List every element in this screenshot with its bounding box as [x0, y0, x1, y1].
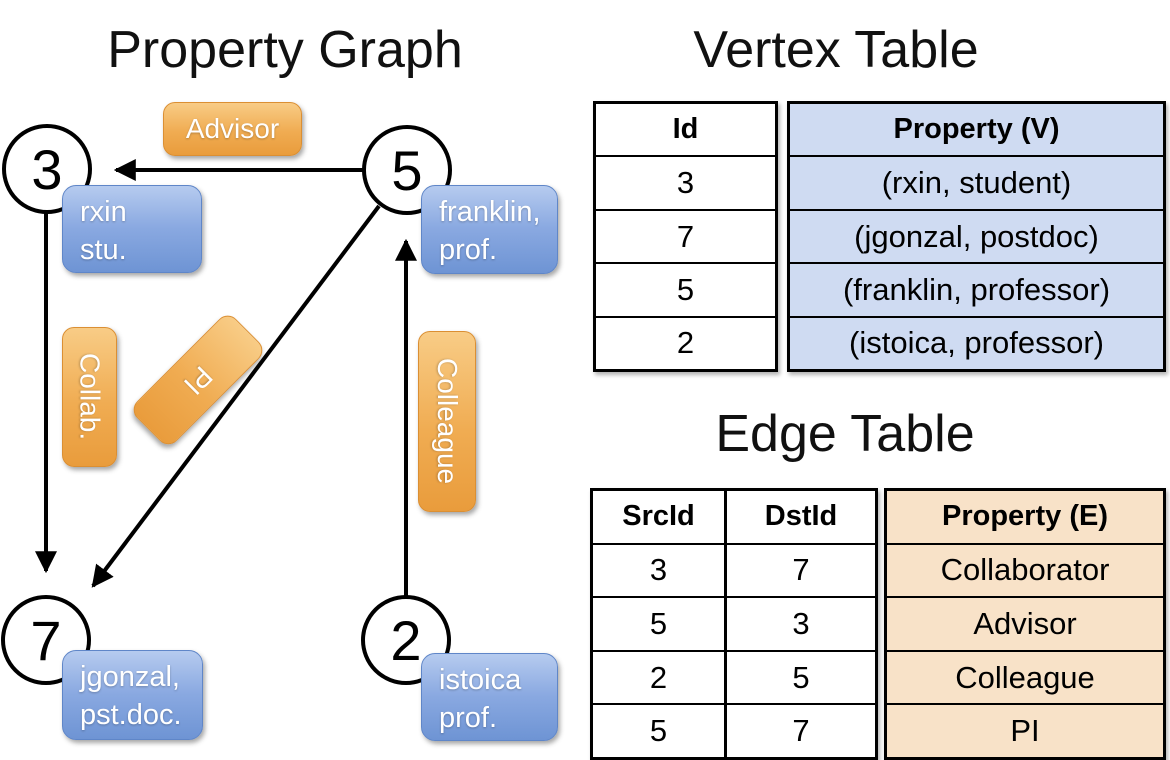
table-cell: 7: [596, 211, 775, 265]
vertex-table-id-column: Id 3 7 5 2: [593, 101, 778, 372]
table-cell: 7: [724, 544, 875, 597]
table-cell: (jgonzal, postdoc): [790, 211, 1163, 265]
table-row: 2 5: [593, 651, 875, 706]
vertex-table-property-column: Property (V) (rxin, student) (jgonzal, p…: [787, 101, 1166, 372]
vertex-label-jgonzal: jgonzal, pst.doc.: [62, 650, 203, 740]
vertex-label-rxin: rxin stu.: [62, 185, 202, 273]
edge-label-collab: Collab.: [62, 327, 117, 467]
vertex-label-istoica: istoica prof.: [421, 653, 558, 741]
table-cell: Advisor: [887, 598, 1163, 652]
table-cell: 7: [724, 705, 875, 757]
table-cell: PI: [1010, 713, 1040, 749]
table-cell: 3: [596, 157, 775, 211]
vertex-table-title: Vertex Table: [693, 21, 979, 79]
column-header: DstId: [724, 491, 875, 543]
vertex-label-line: jgonzal,: [80, 661, 180, 693]
edge-label-text: Advisor: [185, 113, 280, 144]
vertex-label-line: prof.: [439, 234, 498, 267]
edge-label-advisor: Advisor: [163, 102, 302, 156]
column-header: Id: [596, 104, 775, 158]
table-cell: Colleague: [887, 652, 1163, 706]
table-cell: 2: [649, 659, 668, 695]
table-row: 5 3: [593, 598, 875, 652]
table-cell: (franklin, professor): [790, 264, 1163, 318]
table-row: 3 7: [593, 544, 875, 599]
table-row: 5 7: [593, 705, 875, 757]
column-header: SrcId: [622, 500, 695, 533]
table-cell: 2: [676, 325, 695, 361]
graph-node-2: 2: [361, 595, 451, 685]
vertex-label-line: franklin,: [439, 196, 541, 228]
edge-table-title: Edge Table: [715, 405, 975, 463]
column-header: Property (V): [790, 104, 1163, 158]
table-cell: (rxin, student): [790, 157, 1163, 211]
edge-label-text: PI: [178, 360, 219, 401]
graph-node-5: 5: [362, 125, 452, 215]
edge-table-id-columns: SrcId DstId 3 7 5 3 2 5 5 7: [590, 488, 878, 760]
vertex-label-franklin: franklin, prof.: [421, 185, 558, 274]
vertex-label-line: stu.: [80, 234, 127, 267]
vertex-label-line: istoica: [439, 664, 522, 696]
table-cell: 5: [724, 651, 875, 704]
table-cell: 5: [596, 264, 775, 318]
vertex-label-line: rxin: [80, 196, 127, 228]
vertex-label-line: prof.: [439, 702, 498, 735]
edge-label-text: Colleague: [432, 358, 463, 485]
table-cell: Collaborator: [887, 545, 1163, 599]
edge-label-colleague: Colleague: [418, 331, 476, 512]
table-cell: 5: [649, 713, 668, 749]
edge-table-property-column: Property (E) Collaborator Advisor Collea…: [884, 488, 1166, 760]
table-cell: 3: [649, 552, 668, 588]
table-cell: 5: [649, 605, 668, 641]
edge-label-text: Collab.: [74, 353, 106, 441]
table-cell: 3: [724, 598, 875, 650]
edge-5-to-7: [91, 204, 381, 588]
table-row: SrcId DstId: [593, 491, 875, 545]
vertex-label-line: pst.doc.: [80, 699, 182, 732]
table-cell: (istoica, professor): [849, 325, 1104, 361]
graph-edges: [35, 159, 417, 596]
property-graph-title: Property Graph: [107, 21, 463, 79]
column-header: Property (E): [887, 491, 1163, 545]
